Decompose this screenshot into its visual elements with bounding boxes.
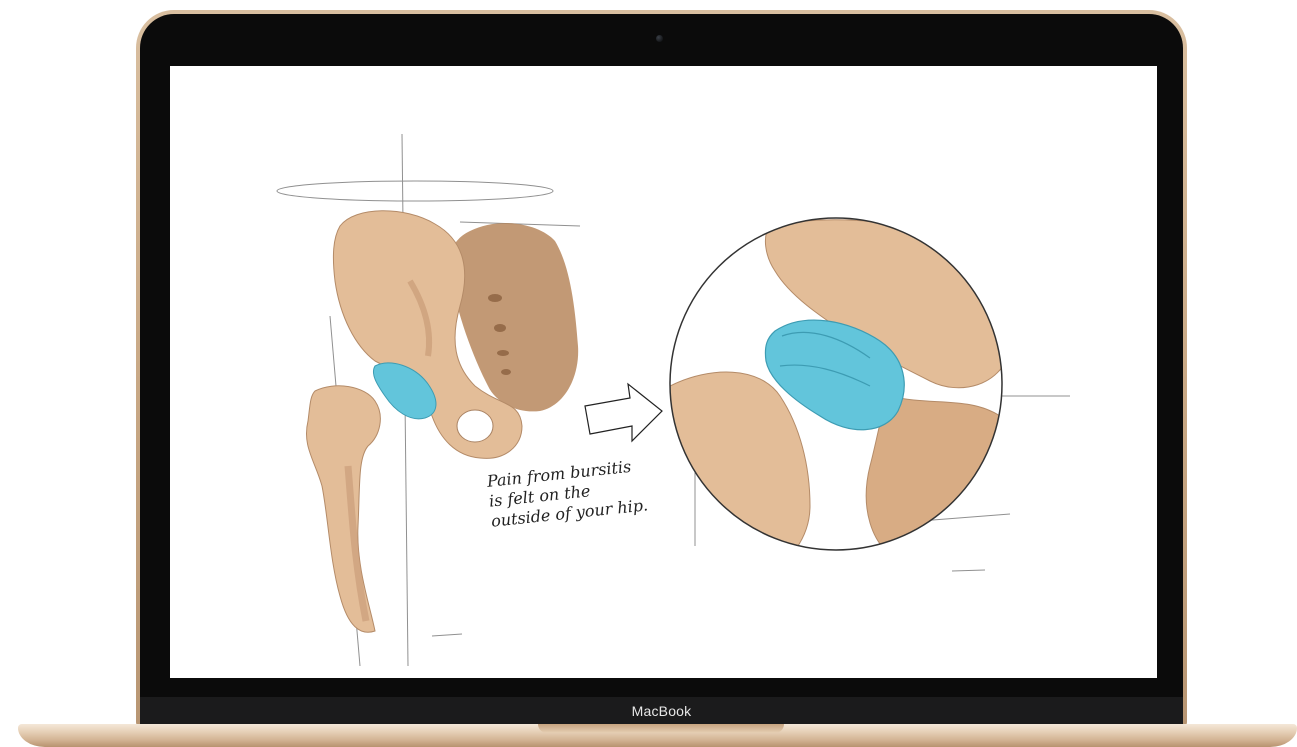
lid-opening-notch xyxy=(538,724,784,733)
magnified-view xyxy=(661,218,1013,579)
display-screen: Pain from bursitis is felt on the outsid… xyxy=(170,66,1157,678)
femur-bone xyxy=(306,386,380,632)
obturator-foramen xyxy=(457,410,493,442)
brand-label: MacBook xyxy=(140,697,1183,726)
screen-chin: MacBook xyxy=(140,697,1183,726)
arrow-icon xyxy=(585,384,662,441)
hip-anatomy-sketch xyxy=(170,66,1157,678)
webcam-icon xyxy=(656,35,663,42)
